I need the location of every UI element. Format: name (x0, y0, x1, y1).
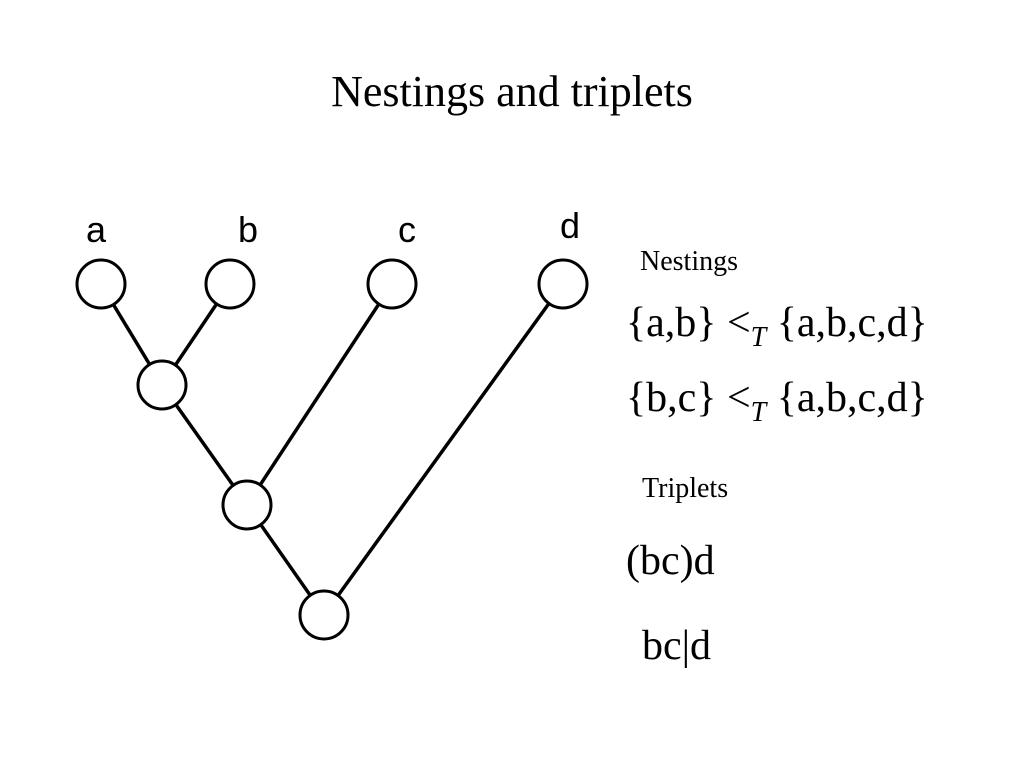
nesting-relation-2: {b,c} <T {a,b,c,d} (626, 373, 928, 427)
node-ab (136, 359, 188, 411)
nesting-1-subscript: T (750, 322, 767, 353)
nestings-heading: Nestings (640, 246, 738, 277)
tree-edges (99, 282, 565, 617)
node-root (298, 589, 350, 641)
nesting-1-operator: < (726, 300, 751, 346)
nesting-relation-1: {a,b} <T {a,b,c,d} (626, 298, 928, 352)
leaf-label-a: a (86, 209, 107, 250)
edge-d-root (322, 282, 565, 617)
node-d (537, 258, 589, 310)
leaf-labels: a b c d (86, 205, 580, 250)
triplets-heading: Triplets (642, 473, 729, 504)
leaf-label-b: b (238, 209, 258, 250)
nesting-2-operator: < (726, 375, 751, 421)
tree-nodes (75, 258, 589, 641)
edge-c-abc (245, 283, 394, 506)
node-b (204, 258, 256, 310)
leaf-label-d: d (560, 205, 580, 246)
nesting-2-right: {a,b,c,d} (776, 375, 928, 421)
node-a (75, 258, 127, 310)
leaf-label-c: c (398, 209, 416, 250)
nesting-2-left: {b,c} (626, 375, 717, 421)
node-c (366, 258, 418, 310)
nesting-2-subscript: T (750, 397, 767, 428)
triplet-2: bc|d (642, 623, 712, 669)
nesting-1-right: {a,b,c,d} (776, 300, 928, 346)
slide-title: Nestings and triplets (331, 67, 693, 116)
node-abc (221, 479, 273, 531)
nesting-1-left: {a,b} (626, 300, 717, 346)
triplet-1: (bc)d (626, 538, 715, 584)
